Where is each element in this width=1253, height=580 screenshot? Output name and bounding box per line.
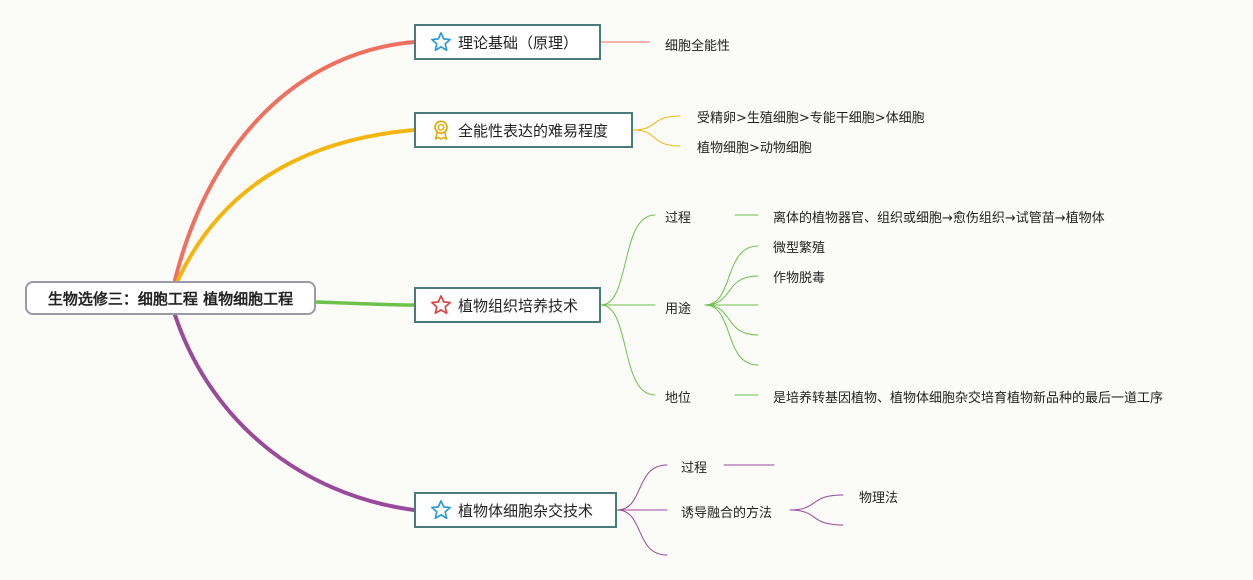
leaf-process-steps[interactable]: 离体的植物器官、组织或细胞→愈伤组织→试管苗→植物体	[773, 210, 1105, 226]
leaf-line-3-1-1	[789, 509, 844, 526]
leaf-line-3-1-0	[789, 494, 844, 511]
topic-somatic-hybridization-label: 植物体细胞杂交技术	[458, 501, 594, 520]
leaf-line-1-0	[632, 115, 681, 131]
subtopic-fusion-methods[interactable]: 诱导融合的方法	[681, 505, 773, 521]
leaf-line-3-0	[616, 464, 668, 511]
branch-line-1	[176, 128, 416, 282]
topic-somatic-hybridization[interactable]: 植物体细胞杂交技术	[414, 492, 617, 528]
award-ribbon-icon	[434, 120, 448, 140]
star-outline-red-icon	[431, 295, 451, 315]
leaf-line-2-2	[600, 304, 656, 396]
branch-line-3	[173, 313, 416, 512]
star-outline-blue-icon	[431, 500, 451, 520]
subtopic-process[interactable]: 过程	[665, 210, 692, 226]
subtopic-uses[interactable]: 用途	[665, 301, 692, 317]
leaf-line-3-2	[616, 509, 668, 556]
leaf-plant-vs-animal[interactable]: 植物细胞>动物细胞	[697, 140, 812, 156]
leaf-line-1-1	[632, 129, 681, 147]
leaf-virus-free-crops[interactable]: 作物脱毒	[773, 270, 826, 286]
topic-plant-tissue-culture[interactable]: 植物组织培养技术	[414, 287, 601, 323]
topic-theory-basis-label: 理论基础（原理）	[458, 33, 579, 52]
leaf-line-2-1-4	[704, 304, 759, 366]
leaf-line-2-1-3	[704, 304, 759, 336]
subtopic-status[interactable]: 地位	[665, 390, 692, 406]
leaf-physical-method[interactable]: 物理法	[859, 490, 899, 506]
leaf-line-2-1-0	[704, 245, 759, 306]
leaf-line-2-0	[600, 214, 656, 306]
star-outline-blue-icon	[431, 32, 451, 52]
topic-theory-basis[interactable]: 理论基础（原理）	[414, 24, 601, 60]
topic-plant-tissue-culture-label: 植物组织培养技术	[458, 296, 579, 315]
leaf-final-step[interactable]: 是培养转基因植物、植物体细胞杂交培育植物新品种的最后一道工序	[773, 390, 1164, 406]
root-topic-label: 生物选修三：细胞工程 植物细胞工程	[47, 289, 294, 308]
leaf-micropropagation[interactable]: 微型繁殖	[773, 240, 826, 256]
topic-totipotency-difficulty[interactable]: 全能性表达的难易程度	[414, 112, 633, 148]
subtopic-hybrid-process[interactable]: 过程	[681, 460, 708, 476]
topic-totipotency-difficulty-label: 全能性表达的难易程度	[458, 121, 609, 140]
leaf-totipotency-order[interactable]: 受精卵>生殖细胞>专能干细胞>体细胞	[697, 110, 925, 126]
branch-line-2	[314, 300, 416, 307]
leaf-cell-totipotency[interactable]: 细胞全能性	[665, 38, 731, 54]
leaf-line-2-1-1	[704, 275, 759, 306]
branch-line-0	[173, 40, 416, 282]
root-topic[interactable]: 生物选修三：细胞工程 植物细胞工程	[25, 281, 316, 315]
